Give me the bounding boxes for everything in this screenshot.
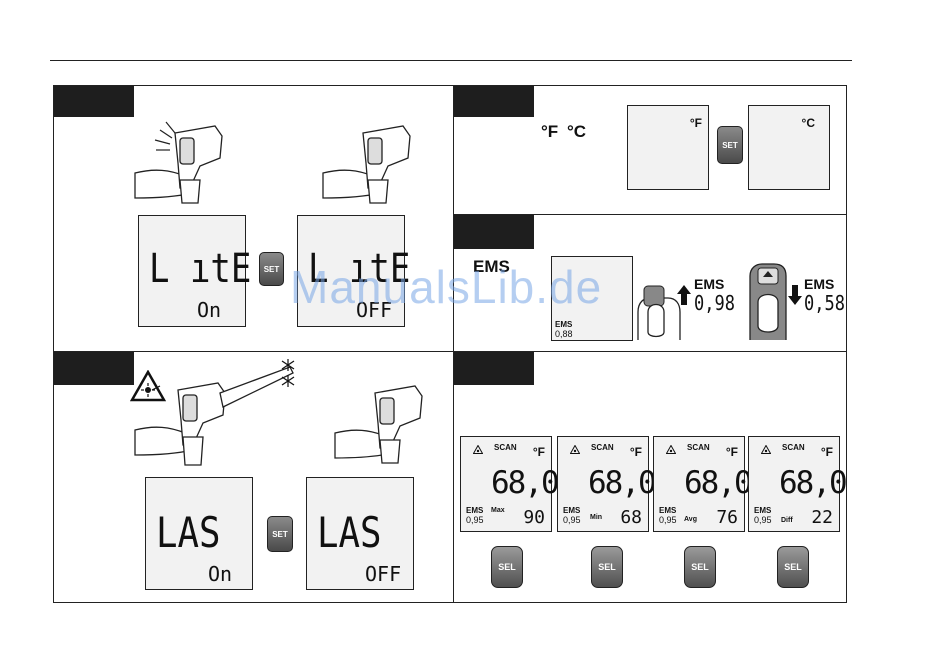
lcd-text-off: OFF [365, 562, 401, 586]
thermometer-hand-illustration-3 [330, 378, 430, 473]
mode-label: Diff [781, 517, 793, 524]
section-tab-units [454, 86, 534, 117]
ems-up-value: 0,98 [694, 291, 735, 315]
warning-triangle-icon [761, 445, 771, 454]
sel-button[interactable]: SEL [491, 546, 523, 588]
warning-triangle-icon [570, 445, 580, 454]
ems-label: EMS [659, 507, 676, 515]
watermark: ManualsLib.de [290, 260, 602, 314]
temperature-reading: 68,0 [588, 465, 655, 501]
ems-down-label: EMS [804, 276, 834, 292]
header-rule [50, 60, 852, 61]
mode-value: 22 [811, 507, 833, 528]
finger-press-down-icon [748, 262, 788, 342]
mode-value: 68 [620, 507, 642, 528]
lcd-ems-value: 0,88 [555, 329, 573, 339]
lcd-mode-avg: SCAN °F 68,0 EMS 0,95 Avg 76 [653, 436, 745, 532]
ems-value: 0,95 [563, 516, 581, 525]
scan-label: SCAN [687, 443, 710, 452]
warning-triangle-icon [666, 445, 676, 454]
ems-label: EMS [466, 507, 483, 515]
ems-up-label: EMS [694, 276, 724, 292]
section-tab-backlight [54, 86, 134, 117]
middle-divider [53, 351, 847, 352]
lcd-ems-label: EMS [555, 320, 572, 329]
sel-button[interactable]: SEL [684, 546, 716, 588]
sel-button[interactable]: SEL [591, 546, 623, 588]
set-button[interactable]: SET [267, 516, 293, 552]
mode-value: 90 [523, 507, 545, 528]
lcd-unit-c: °C [802, 116, 815, 130]
unit-label: °F [630, 445, 642, 459]
lcd-mode-diff: SCAN °F 68,0 EMS 0,95 Diff 22 [748, 436, 840, 532]
lcd-fahrenheit: °F [627, 105, 709, 190]
center-divider [453, 85, 454, 603]
ems-value: 0,95 [754, 516, 772, 525]
scan-label: SCAN [591, 443, 614, 452]
set-button[interactable]: SET [717, 126, 743, 164]
temperature-reading: 68,0 [684, 465, 751, 501]
ems-down-value: 0,58 [804, 291, 845, 315]
warning-triangle-icon [473, 445, 483, 454]
thermometer-hand-illustration-1 [130, 118, 230, 213]
lcd-celsius: °C [748, 105, 830, 190]
fahrenheit-label: °F [541, 122, 558, 142]
mode-label: Min [590, 514, 602, 521]
celsius-label: °C [567, 122, 586, 142]
ems-value: 0,95 [466, 516, 484, 525]
ems-value: 0,95 [659, 516, 677, 525]
lcd-text-las: LAS [317, 508, 381, 557]
lcd-mode-min: SCAN °F 68,0 EMS 0,95 Min 68 [557, 436, 649, 532]
unit-label: °F [533, 445, 545, 459]
ems-label: EMS [754, 507, 771, 515]
lcd-text-on: On [197, 298, 221, 322]
mode-label: Max [491, 507, 505, 514]
lcd-text-lite: L ıtE [149, 246, 251, 292]
thermometer-hand-illustration-2 [318, 118, 418, 213]
section-tab-modes [454, 352, 534, 385]
unit-label: °F [726, 445, 738, 459]
temperature-reading: 68,0 [491, 465, 558, 501]
laser-pointer-illustration [130, 355, 310, 475]
lcd-mode-max: SCAN °F 68,0 EMS 0,95 Max 90 [460, 436, 552, 532]
set-button[interactable]: SET [259, 252, 284, 286]
section-tab-emissivity [454, 215, 534, 249]
temperature-reading: 68,0 [779, 465, 846, 501]
lcd-laser-off: LAS OFF [306, 477, 414, 590]
scan-label: SCAN [782, 443, 805, 452]
lcd-laser-on: LAS On [145, 477, 253, 590]
lcd-text-las: LAS [156, 508, 220, 557]
section-tab-laser [54, 352, 134, 385]
lcd-unit-f: °F [690, 116, 702, 130]
arrow-up-icon [676, 284, 692, 306]
lcd-backlight-on: L ıtE On [138, 215, 246, 327]
unit-label: °F [821, 445, 833, 459]
sel-button[interactable]: SEL [777, 546, 809, 588]
arrow-down-icon [787, 284, 803, 306]
lcd-text-on: On [208, 562, 232, 586]
ems-label: EMS [563, 507, 580, 515]
mode-label: Avg [684, 516, 697, 523]
mode-value: 76 [716, 507, 738, 528]
scan-label: SCAN [494, 443, 517, 452]
